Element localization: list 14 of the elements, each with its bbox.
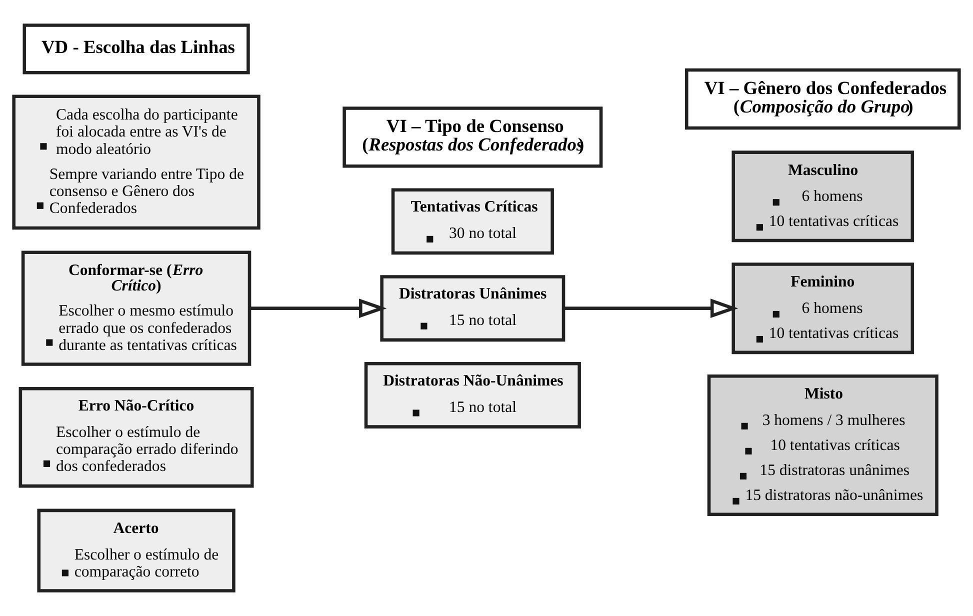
node-box: Distratoras Unânimes 15 no total bbox=[380, 275, 566, 342]
node-box: Tentativas Críticas 30 no total bbox=[391, 188, 554, 255]
node-box: Feminino 6 homens 10 tentativas críticas bbox=[732, 262, 914, 354]
arrow bbox=[564, 298, 738, 318]
node-box: VD - Escolha das Linhas bbox=[22, 24, 250, 74]
node-box: Cada escolha do participante foi alocada entre as VI's de modo aleatório Sempre variando entre Tipo de consenso e Gênero dos Confederados bbox=[12, 94, 260, 230]
arrow bbox=[250, 298, 387, 318]
node-box: Acerto Escolher o estímulo de comparação correto bbox=[37, 508, 236, 592]
node-box: Conformar-se (Erro Crítico) Escolher o mesmo estímulo errado que os confederados durante as tentativas críticas bbox=[21, 250, 252, 366]
node-box: Erro Não-Crítico Escolher o estímulo de comparação errado diferindo dos confederados bbox=[18, 387, 254, 488]
node-box: Distratoras Não-Unânimes 15 no total bbox=[364, 362, 581, 428]
node-box: Masculino 6 homens 10 tentativas críticas bbox=[732, 150, 914, 242]
node-box: Misto 3 homens / 3 mulheres 10 tentativas críticas 15 distratoras unânimes 15 distratoras não-unânimes bbox=[707, 374, 938, 516]
node-box: VI – Gênero dos Confederados (Composição do Grupo) bbox=[684, 68, 961, 130]
